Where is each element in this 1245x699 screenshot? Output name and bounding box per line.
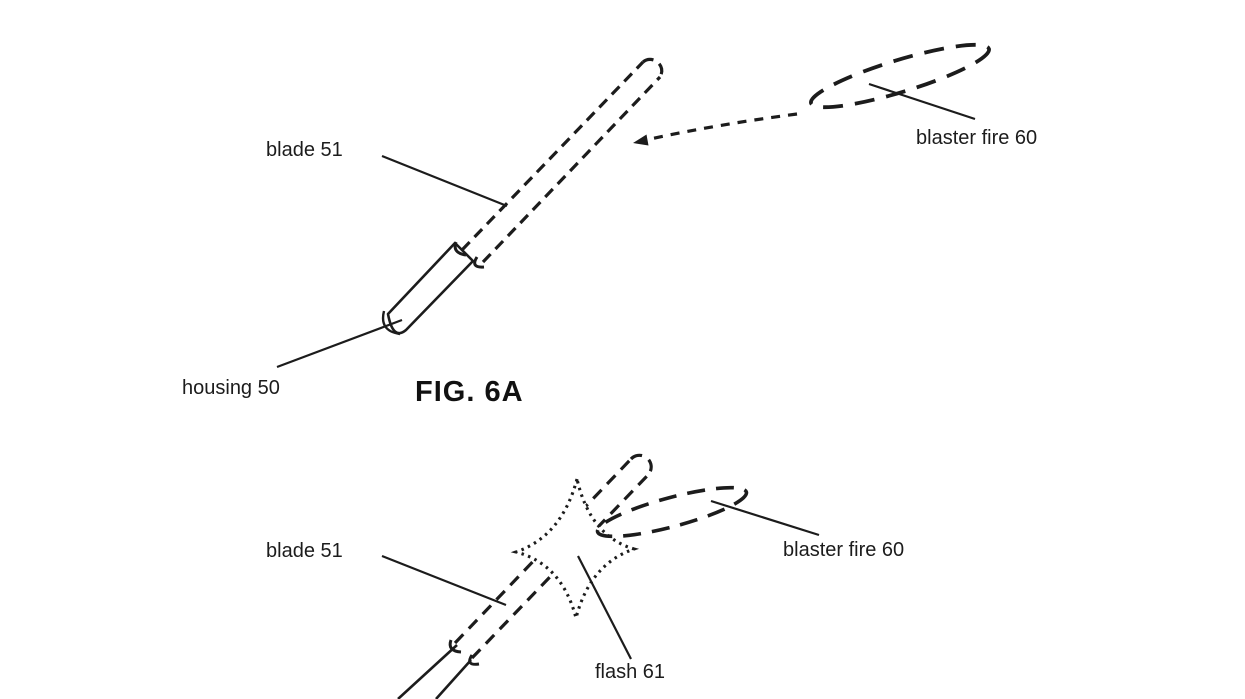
blade-tip-cap <box>641 57 664 78</box>
housing-50-leader-line <box>276 318 403 369</box>
housing-left-edge-b <box>397 644 458 699</box>
blade-51-leader-line <box>381 154 508 208</box>
blade-left-edge <box>460 60 645 252</box>
fig-6a-caption: FIG. 6A <box>415 376 524 408</box>
housing-drawing-b <box>397 644 472 699</box>
blaster-fire-60-leader-line-b <box>710 499 820 537</box>
blaster-bolt-drawing <box>809 42 991 110</box>
motion-arrowhead <box>633 134 649 146</box>
blaster-fire-60-leader-line <box>868 82 976 121</box>
blade-tip-cap-b <box>629 453 653 477</box>
flash-star-drawing <box>510 478 640 625</box>
housing-right-edge-b <box>435 659 472 699</box>
motion-arrow-trail <box>649 112 798 141</box>
blade-drawing <box>460 57 664 264</box>
emitter-hook-right <box>473 256 485 269</box>
housing-50-label: housing 50 <box>182 377 280 399</box>
blaster-bolt-drawing-b <box>595 485 749 539</box>
flash-61-leader-line <box>577 555 632 660</box>
blade-51-label: blade 51 <box>266 139 343 161</box>
blade-51-leader-line-b <box>381 554 507 607</box>
fig-6b-drawing <box>381 453 820 699</box>
blade-right-edge <box>481 75 662 264</box>
blaster-fire-60-label-b: blaster fire 60 <box>783 539 905 561</box>
flash-61-label: flash 61 <box>595 661 666 683</box>
emitter-hook-left <box>453 241 467 257</box>
blade-51-label-b: blade 51 <box>266 540 343 562</box>
emitter-hook-left-b <box>448 639 462 654</box>
blaster-fire-60-label: blaster fire 60 <box>916 127 1038 149</box>
fig-6a-drawing <box>276 42 991 369</box>
